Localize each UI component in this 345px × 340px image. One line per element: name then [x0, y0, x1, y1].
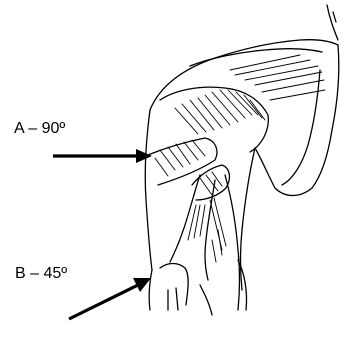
muscle-hatching — [155, 55, 325, 262]
label-b-45-degrees: B – 45º — [15, 266, 67, 282]
deltoid-outline — [160, 87, 268, 152]
upper-arm-left-contour — [145, 110, 152, 270]
humerus-outline — [170, 175, 200, 262]
upper-arm-right-contour — [241, 148, 256, 290]
band-a — [148, 138, 217, 185]
label-a-90-degrees: A – 90º — [14, 121, 65, 137]
arrow-b-icon — [69, 278, 151, 319]
elbow-outline — [149, 264, 188, 311]
scapula-outline — [255, 45, 339, 196]
arrow-a-icon — [53, 149, 152, 163]
